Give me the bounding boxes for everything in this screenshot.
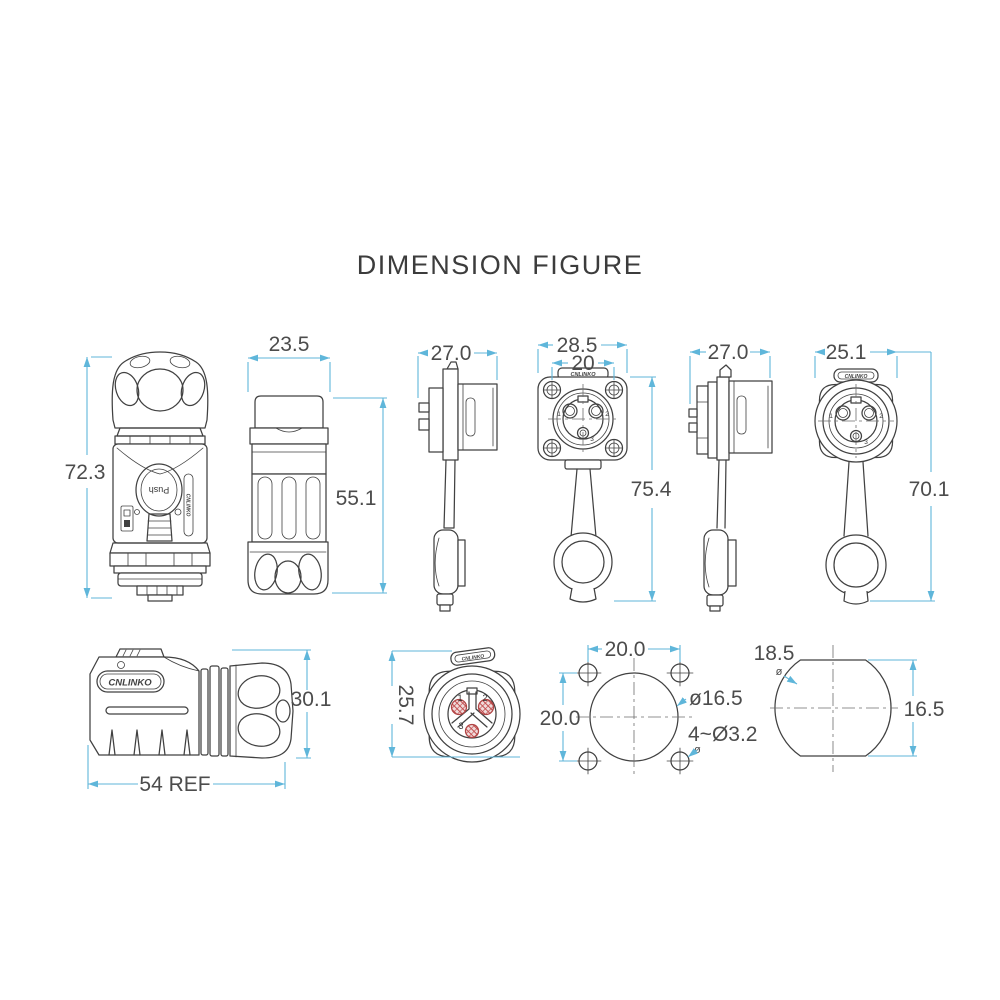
dim-mount-width: 20.0 xyxy=(587,638,681,662)
dim-plug-side-height: 55.1 xyxy=(332,397,387,594)
dim-square-socket-height: 75.4 xyxy=(614,376,672,602)
view-socket-side-b: 27.0 xyxy=(688,341,773,612)
pin-2 xyxy=(477,698,495,716)
dim-square-socket-hole-span: 20 xyxy=(551,352,615,380)
svg-text:25.1: 25.1 xyxy=(826,341,867,364)
svg-text:3: 3 xyxy=(458,721,463,731)
view-socket-side-a: 27.0 xyxy=(417,342,498,612)
side-logo-plate xyxy=(183,473,194,537)
dim-square-socket-width: 28.5 xyxy=(537,334,628,373)
dim-cutout-flat-width: 16.5 xyxy=(868,659,945,757)
pin-1 xyxy=(450,698,468,716)
push-label: Push xyxy=(149,485,170,495)
label-cutout-diameter: 18.5 ø xyxy=(754,642,798,685)
view-mount-pattern: 20.0 20.0 ø16.5 4~Ø3.2 ø xyxy=(540,638,757,778)
brand-logo-plug: CNLINKO xyxy=(108,678,152,689)
dim-round-socket-width: 25.1 xyxy=(814,341,931,378)
svg-text:30.1: 30.1 xyxy=(291,688,332,711)
svg-text:18.5: 18.5 xyxy=(754,642,795,665)
svg-text:28.5: 28.5 xyxy=(557,334,598,357)
svg-text:75.4: 75.4 xyxy=(631,478,672,501)
svg-text:1: 1 xyxy=(829,413,833,420)
svg-text:23.5: 23.5 xyxy=(269,333,310,356)
view-square-socket: CNLINKO 1 2 3 2 xyxy=(537,334,672,603)
label-center-diameter: ø16.5 xyxy=(676,687,743,710)
svg-text:1: 1 xyxy=(557,411,561,418)
brand-logo-plate xyxy=(96,670,165,693)
brand-logo-round-socket: CNLINKO xyxy=(845,374,868,380)
brand-logo-side: CNLINKO xyxy=(185,494,191,517)
svg-text:20: 20 xyxy=(571,352,594,375)
svg-text:2: 2 xyxy=(605,411,609,418)
svg-text:ø: ø xyxy=(776,666,783,678)
pin-3 xyxy=(464,723,480,739)
svg-text:4~Ø3.2: 4~Ø3.2 xyxy=(688,723,757,746)
dim-plug-front-height: 72.3 xyxy=(65,356,112,599)
view-round-socket: CNLINKO 1 2 3 25.1 70.1 xyxy=(814,341,950,605)
svg-text:3: 3 xyxy=(864,439,868,446)
svg-text:1: 1 xyxy=(457,693,462,703)
dim-round-socket-height: 70.1 xyxy=(870,352,950,602)
svg-text:55.1: 55.1 xyxy=(336,487,377,510)
dim-socket-side-a-width: 27.0 xyxy=(417,342,498,398)
label-corner-holes: 4~Ø3.2 ø xyxy=(687,723,757,758)
view-plug-horizontal: CNLINKO 30.1 54 REF xyxy=(87,648,332,796)
dim-plug-side-width: 23.5 xyxy=(247,333,331,392)
svg-text:2: 2 xyxy=(482,693,487,703)
flange-screws xyxy=(542,380,624,458)
svg-text:2: 2 xyxy=(879,413,883,420)
view-plug-side: 23.5 55.1 xyxy=(247,333,387,595)
mount-holes xyxy=(574,659,694,775)
warning-label xyxy=(120,505,134,532)
svg-text:27.0: 27.0 xyxy=(708,341,749,364)
view-plug-face: CNLINKO 1 2 3 25.7 xyxy=(388,647,521,763)
dim-plug-horizontal-height: 30.1 xyxy=(232,649,332,759)
dim-plug-face-diameter: 25.7 xyxy=(388,650,520,758)
svg-text:20.0: 20.0 xyxy=(605,638,646,661)
dim-mount-height: 20.0 xyxy=(540,672,581,762)
page-title: DIMENSION FIGURE xyxy=(357,250,644,280)
svg-text:27.0: 27.0 xyxy=(431,342,472,365)
brand-logo-square-socket: CNLINKO xyxy=(570,372,596,378)
svg-text:25.7: 25.7 xyxy=(394,685,417,726)
svg-text:72.3: 72.3 xyxy=(65,461,106,484)
view-panel-cutout: 18.5 ø 16.5 xyxy=(754,642,945,772)
dim-socket-side-b-width: 27.0 xyxy=(689,341,771,404)
dim-plug-horizontal-length: 54 REF xyxy=(87,745,286,796)
svg-text:16.5: 16.5 xyxy=(904,698,945,721)
brand-logo-plug-face: CNLINKO xyxy=(461,653,484,662)
svg-text:ø: ø xyxy=(694,744,701,756)
svg-text:54 REF: 54 REF xyxy=(139,773,210,796)
svg-text:3: 3 xyxy=(590,436,594,443)
svg-text:70.1: 70.1 xyxy=(909,478,950,501)
svg-text:20.0: 20.0 xyxy=(540,707,581,730)
svg-text:ø16.5: ø16.5 xyxy=(689,687,743,710)
view-plug-front: Push CNLINKO 72.3 xyxy=(65,351,211,602)
